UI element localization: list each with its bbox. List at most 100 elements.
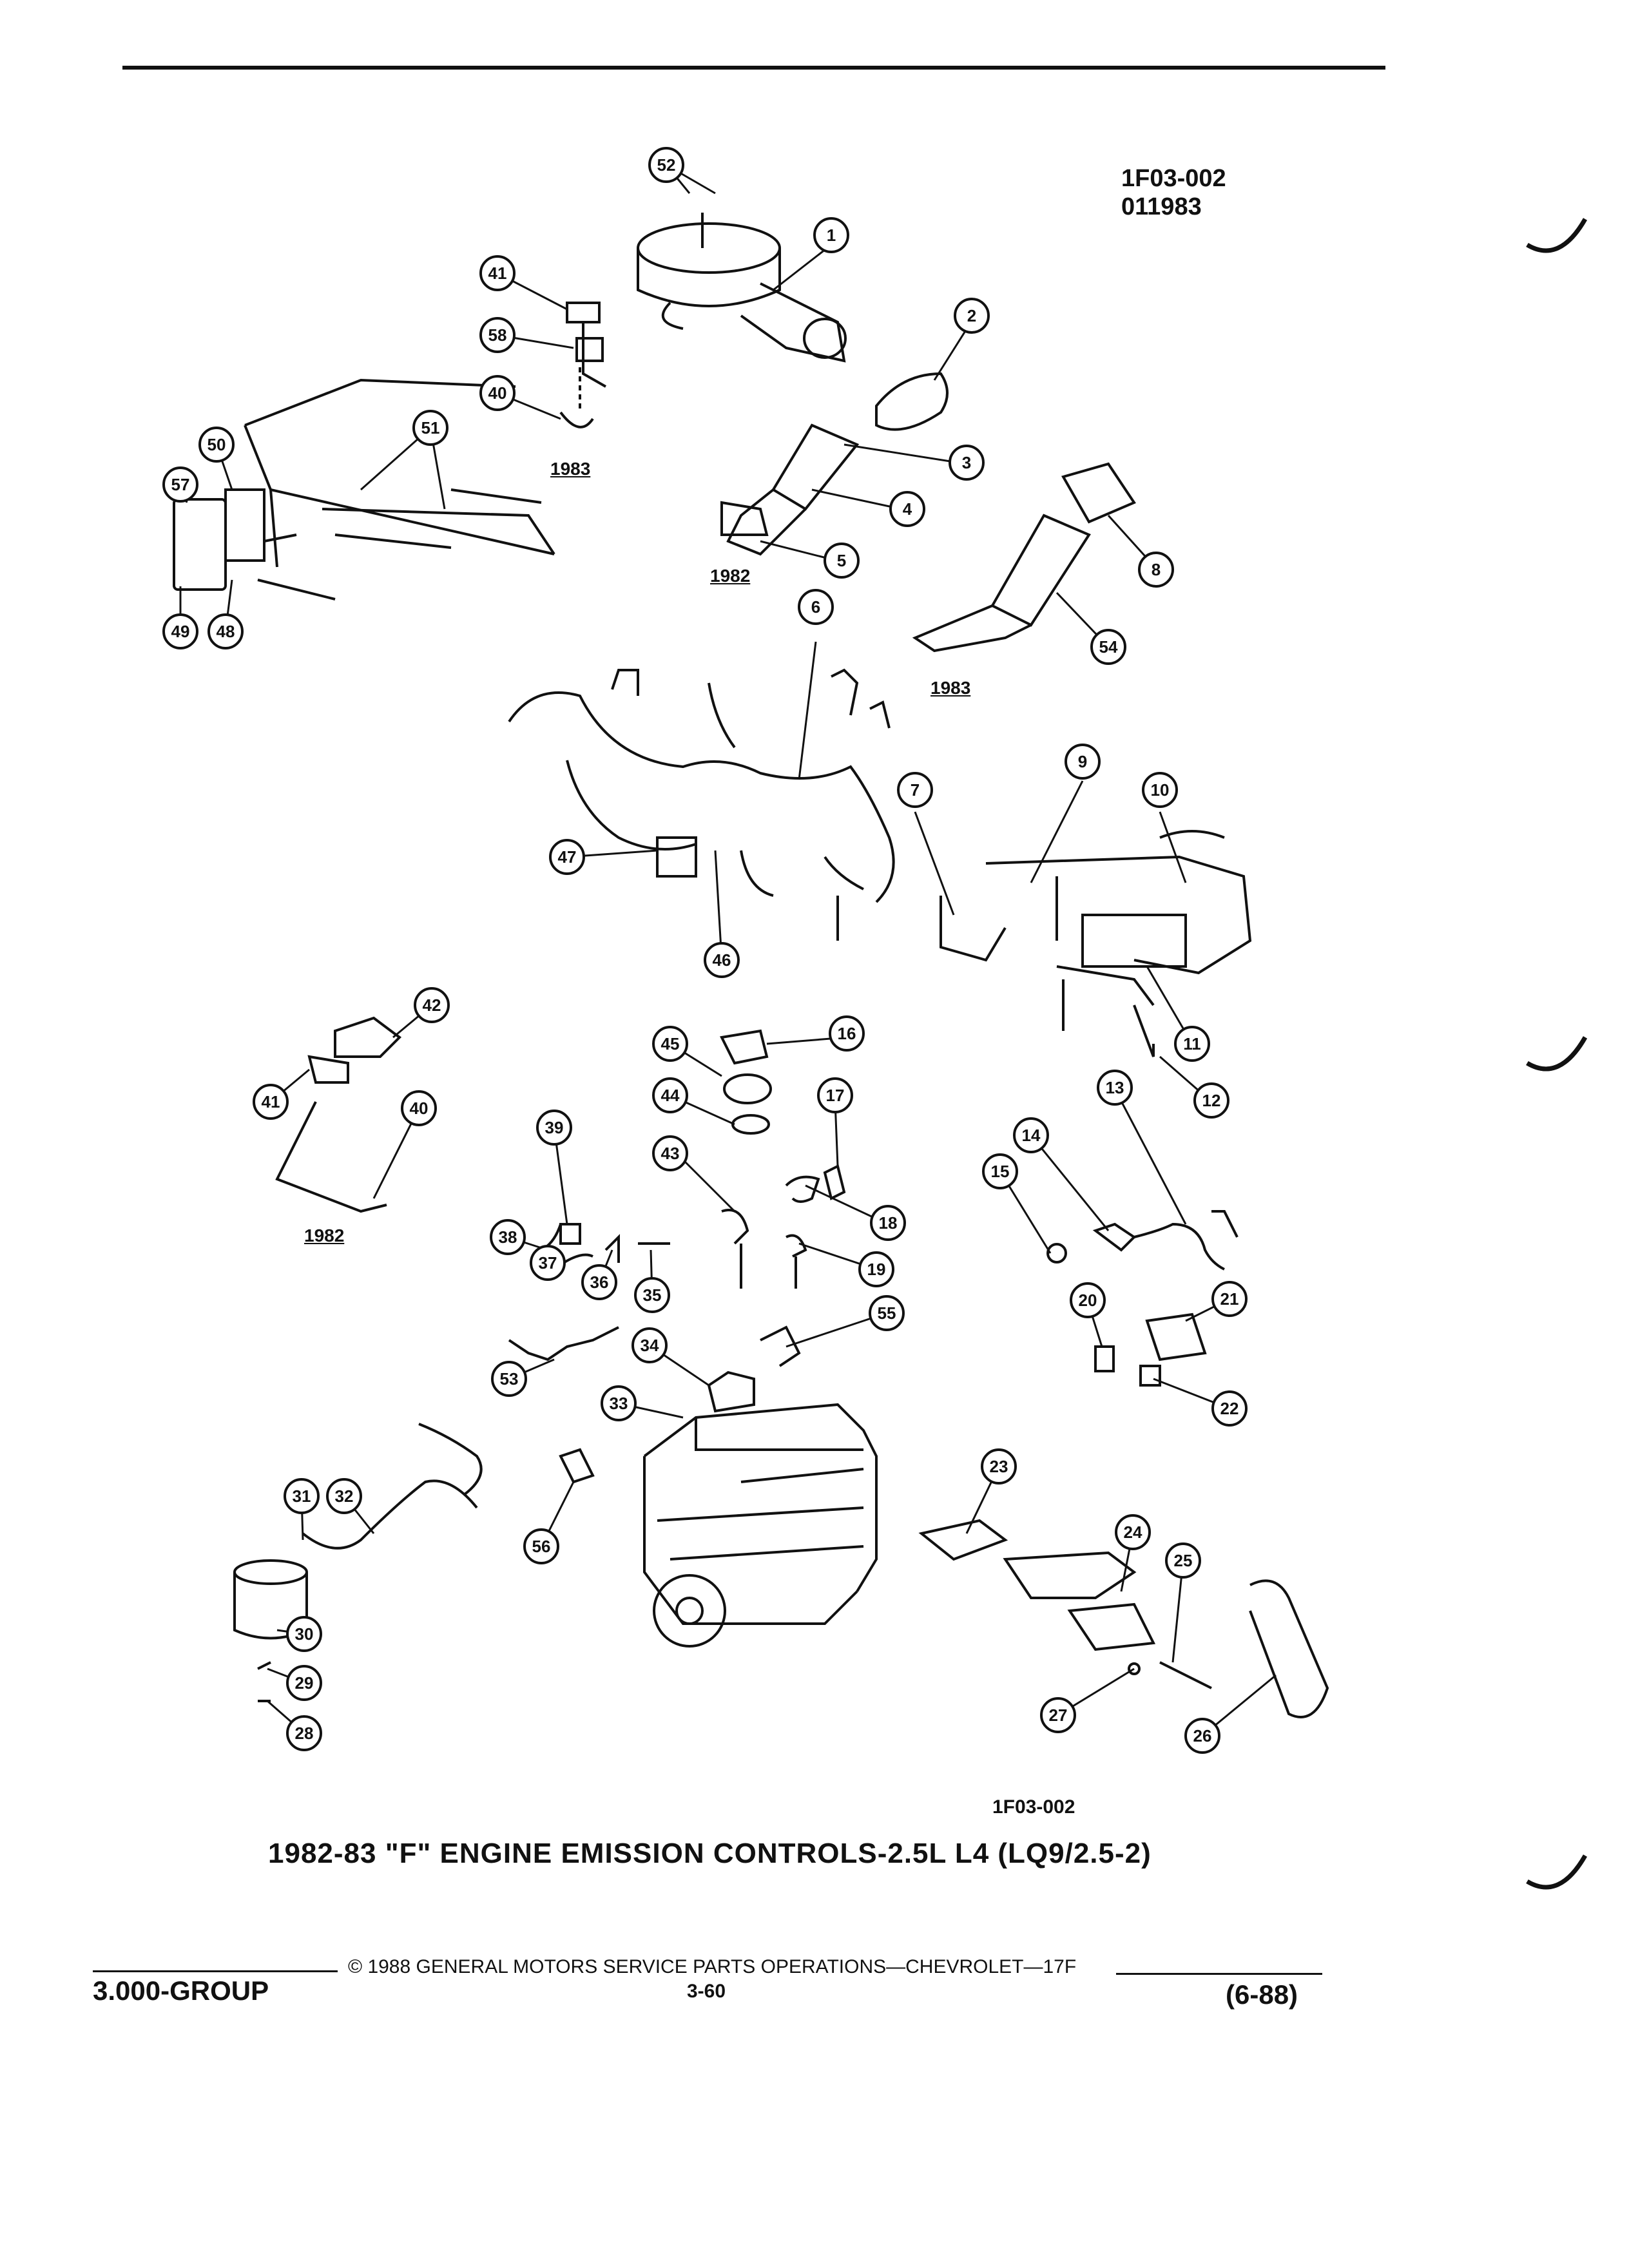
callout-circle [634,1277,670,1313]
callout-circle [954,298,990,334]
callout-circle [829,1015,865,1052]
callout-54: 54 [1090,629,1126,665]
callout-13: 13 [1097,1070,1133,1106]
duct-1983-drawing [912,462,1136,653]
egr-hose-drawing [1046,1210,1239,1271]
callout-50: 50 [198,427,235,463]
callout-47: 47 [549,839,585,875]
engine-block-drawing [643,1370,878,1648]
callout-5: 5 [824,543,860,579]
footer-copyright: © 1988 GENERAL MOTORS SERVICE PARTS OPER… [348,1956,1077,1977]
callout-51: 51 [412,410,448,446]
callout-circle [284,1478,320,1514]
callout-circle [581,1264,617,1300]
callout-6: 6 [798,589,834,625]
callout-number: 34 [641,1336,659,1355]
vacuum-tube-drawing [508,1326,619,1361]
callout-circle [824,543,860,579]
callout-circle [490,1219,526,1255]
callout-circle [412,410,448,446]
callout-21: 21 [1211,1281,1248,1317]
callout-number: 4 [903,499,912,519]
callout-49: 49 [162,613,198,649]
callout-circle [1097,1070,1133,1106]
callout-circle [1065,744,1101,780]
callout-10: 10 [1142,772,1178,808]
callout-circle [1090,629,1126,665]
callout-circle [798,589,834,625]
callout-number: 3 [962,453,971,472]
canister-drawing [233,1423,483,1702]
callout-23: 23 [981,1448,1017,1485]
callout-circle [1070,1282,1106,1318]
callout-circle [889,491,925,527]
callout-55: 55 [869,1295,905,1331]
callout-number: 45 [661,1034,680,1053]
callout-31: 31 [284,1478,320,1514]
callout-circle [414,987,450,1023]
callout-number: 56 [532,1537,551,1556]
callout-circle [982,1153,1018,1189]
callout-number: 58 [488,325,507,345]
callout-number: 25 [1174,1551,1193,1570]
callout-circle [479,375,516,411]
callout-8: 8 [1138,552,1174,588]
callout-circle [401,1090,437,1126]
callout-1: 1 [813,217,849,253]
callout-42: 42 [414,987,450,1023]
callout-number: 10 [1151,780,1170,800]
callout-number: 7 [911,780,920,800]
callout-circle [1211,1281,1248,1317]
callout-number: 15 [991,1162,1010,1181]
callout-number: 11 [1183,1034,1201,1053]
footer-rule-left [93,1970,338,1972]
callout-number: 30 [295,1624,314,1644]
callout-58: 58 [479,317,516,353]
callout-number: 24 [1124,1523,1142,1542]
callout-29: 29 [286,1665,322,1701]
callout-number: 50 [207,435,226,454]
callout-number: 55 [878,1303,896,1323]
sensor-bracket-drawing [1094,1312,1207,1387]
callout-number: 23 [990,1457,1008,1476]
callout-circle [870,1205,906,1241]
callout-number: 52 [657,155,676,175]
callout-circle [286,1665,322,1701]
callout-circle [981,1448,1017,1485]
callout-circle [1013,1117,1049,1153]
callout-33: 33 [601,1385,637,1421]
callout-number: 17 [826,1086,845,1105]
callout-circle [491,1361,527,1397]
callout-32: 32 [326,1478,362,1514]
callout-7: 7 [897,772,933,808]
callout-circle [530,1245,566,1281]
callout-circle [207,613,244,649]
callout-circle [536,1110,572,1146]
callout-circle [326,1478,362,1514]
callout-37: 37 [530,1245,566,1281]
inlet-duct-drawing [720,372,949,556]
callout-number: 9 [1078,752,1087,771]
callout-27: 27 [1040,1697,1076,1733]
callout-circle [1142,772,1178,808]
callout-number: 28 [295,1724,314,1743]
callout-number: 40 [488,383,507,403]
callout-number: 27 [1049,1706,1068,1725]
callout-circle [601,1385,637,1421]
callout-39: 39 [536,1110,572,1146]
callout-16: 16 [829,1015,865,1052]
callout-number: 51 [421,418,440,437]
callout-number: 22 [1220,1399,1239,1418]
callout-circle [286,1715,322,1751]
callout-number: 49 [171,622,190,641]
callout-number: 6 [811,597,820,617]
callout-circle [1184,1718,1220,1754]
callout-number: 43 [661,1144,680,1163]
callout-26: 26 [1184,1718,1220,1754]
callout-number: 39 [545,1118,564,1137]
footer-rule-right [1116,1973,1322,1975]
callout-25: 25 [1165,1542,1201,1579]
small-fittings-drawing [559,1325,801,1484]
callout-circle [1193,1082,1229,1119]
callout-number: 12 [1202,1091,1221,1110]
